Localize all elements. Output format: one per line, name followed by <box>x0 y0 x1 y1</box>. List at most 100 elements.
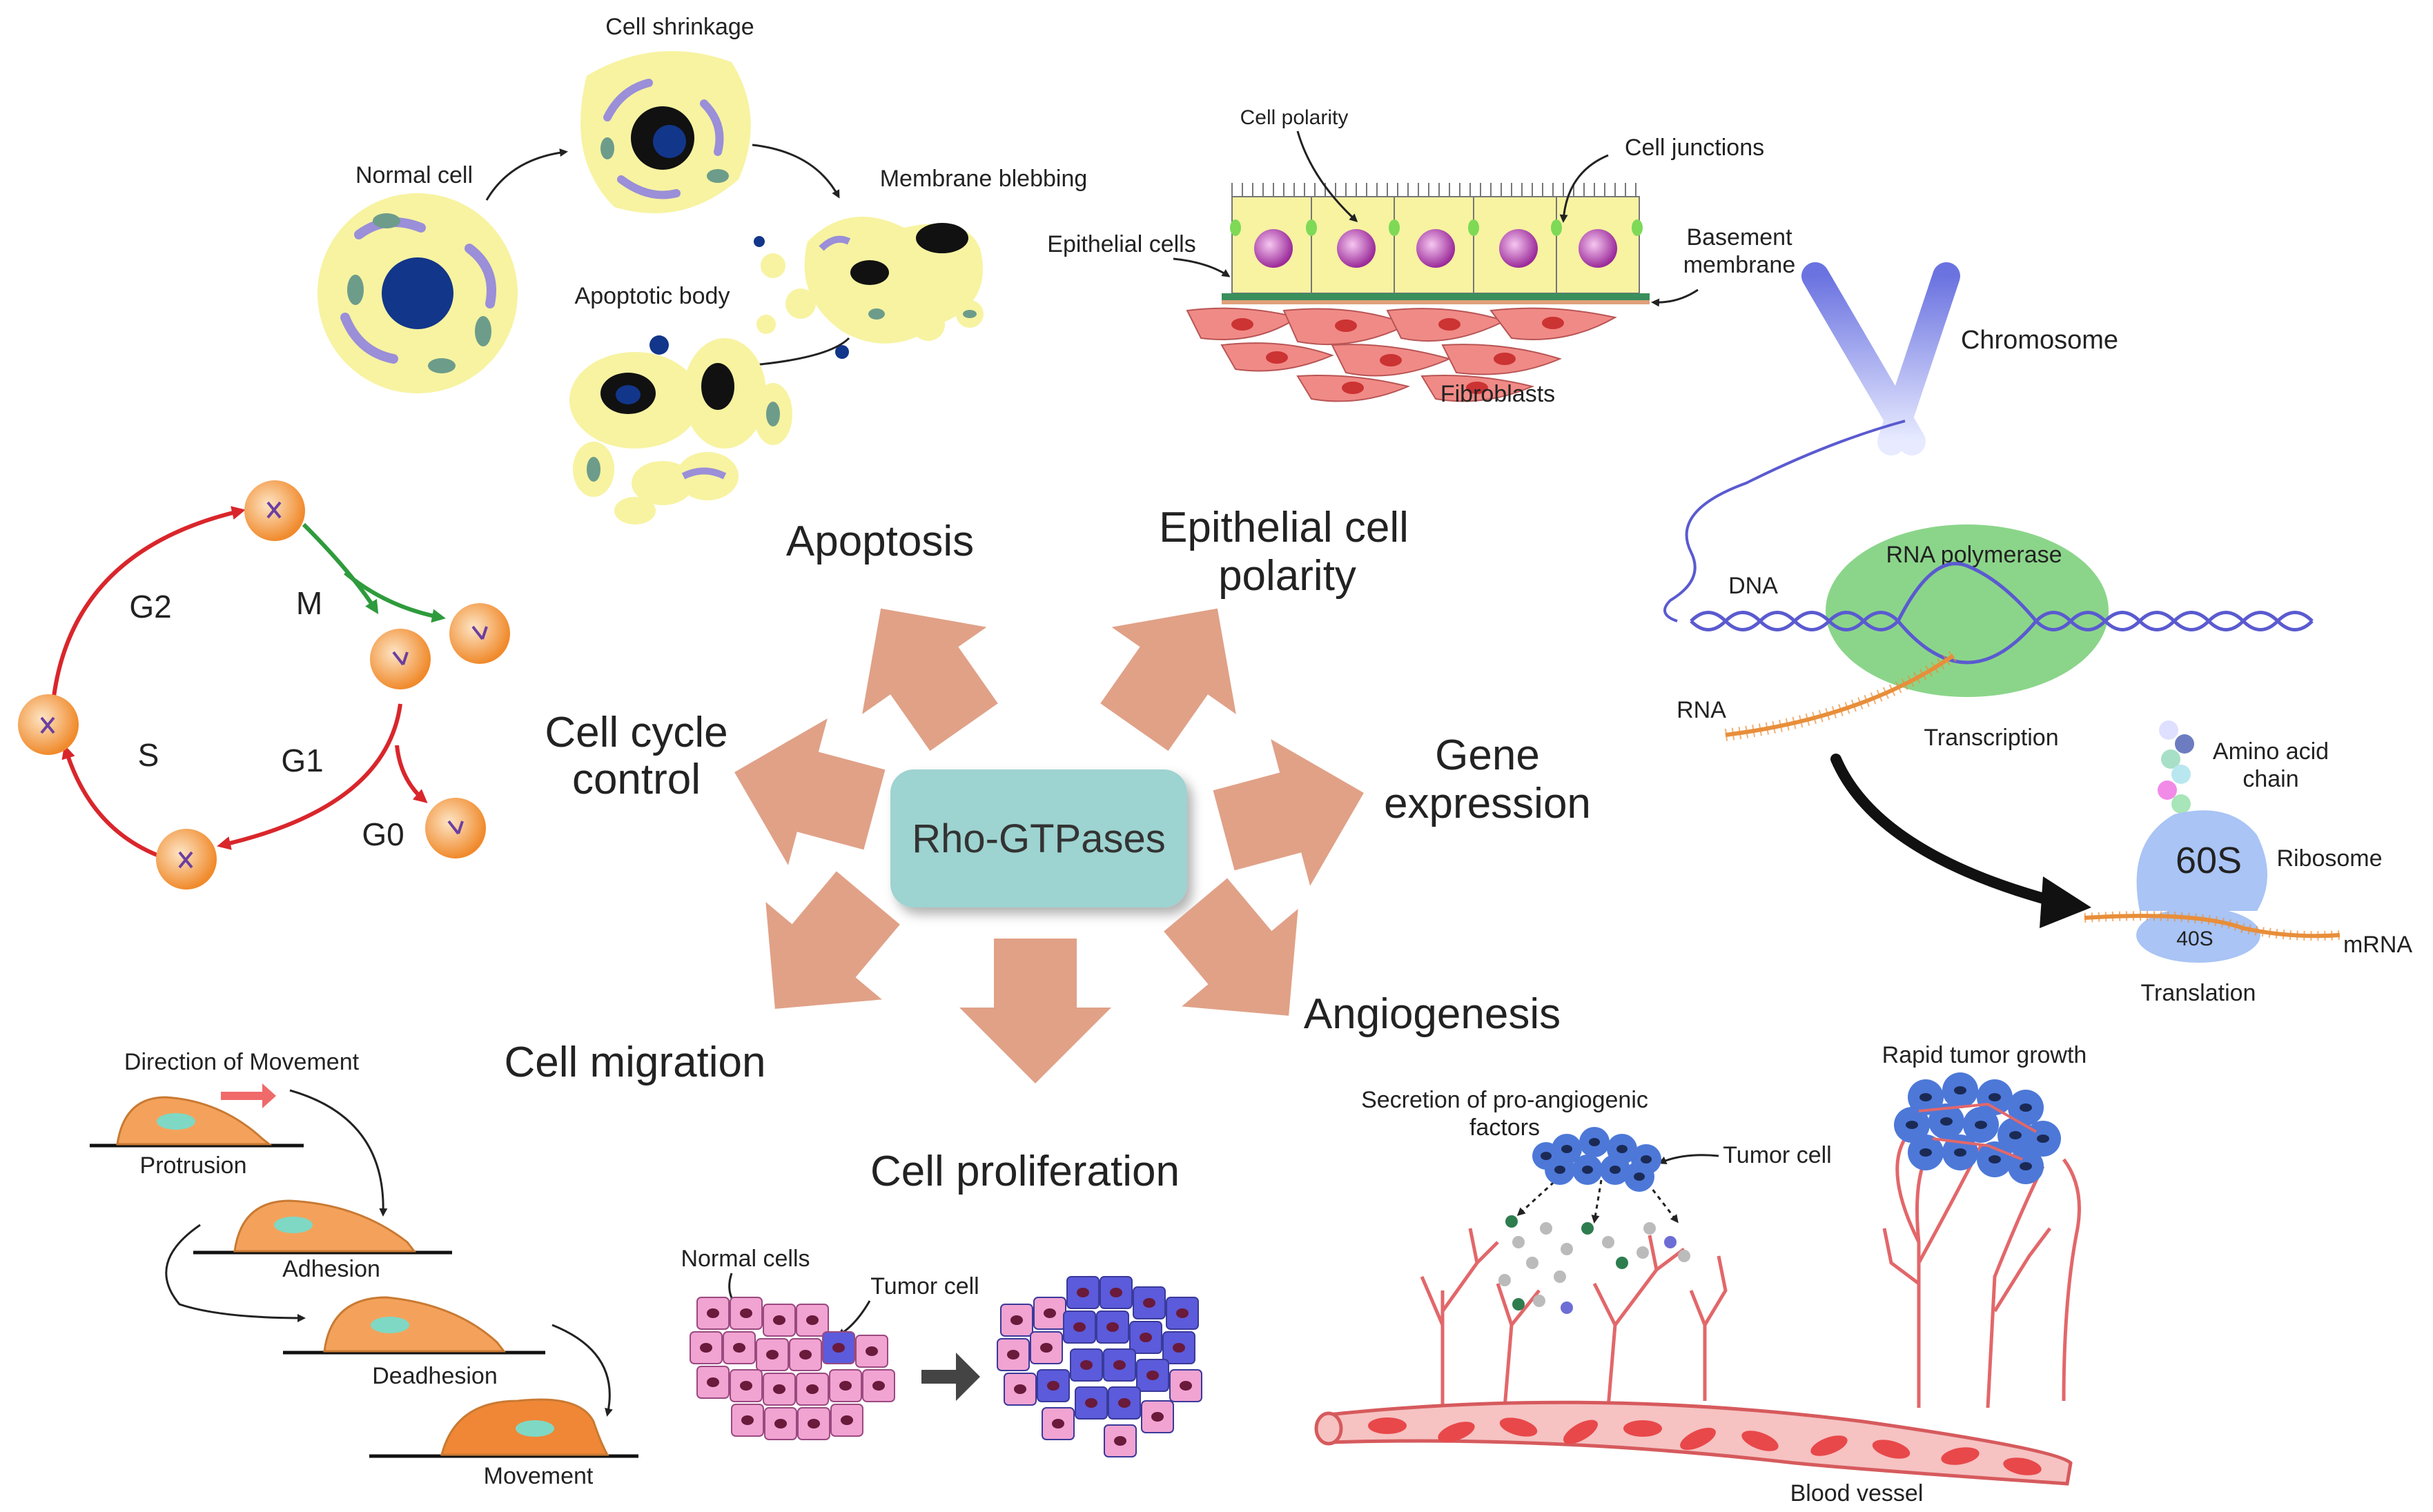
direction-label: Direction of Movement <box>124 1049 360 1075</box>
label-migration: Cell migration <box>504 1039 765 1086</box>
cell-junctions-label: Cell junctions <box>1625 135 1764 161</box>
rna-polymerase-blob <box>1826 524 2109 697</box>
vessel-end <box>1314 1411 1343 1446</box>
arrow-proliferation <box>959 939 1111 1083</box>
radial-arrows <box>734 608 1364 1083</box>
label-cycle-2: control <box>572 756 701 803</box>
cycle-arrow-g1-to-g0 <box>395 745 428 803</box>
chromosome-illustration <box>1801 262 1960 455</box>
arrow-transcription-to-translation <box>1830 754 2069 910</box>
epithelial-panel: Cell polarity Cell junctions Epithelial … <box>1047 106 1795 407</box>
apoptotic-body-label: Apoptotic body <box>575 283 730 309</box>
epithelial-cells-label: Epithelial cells <box>1047 231 1195 257</box>
membrane-blebbing-label: Membrane blebbing <box>880 166 1088 192</box>
label-epithelial-2: polarity <box>1218 552 1356 600</box>
basement-membrane <box>1222 293 1650 300</box>
adhesion-label: Adhesion <box>282 1256 380 1282</box>
cycle-cells <box>18 480 510 890</box>
label-apoptosis: Apoptosis <box>786 518 974 565</box>
fibroblast-nuclei <box>1231 317 1564 394</box>
movement-label: Movement <box>484 1463 594 1489</box>
cell-shrinkage-label: Cell shrinkage <box>605 14 754 40</box>
phase-s: S <box>138 737 159 773</box>
rna-polymerase-label: RNA polymerase <box>1886 542 2062 568</box>
basement-membrane-lower <box>1222 300 1650 304</box>
amino-acid-chain <box>2158 720 2194 814</box>
ribosome-illustration <box>2136 810 2267 963</box>
cell-deadhesion <box>323 1296 507 1353</box>
ribosome-60s-label: 60S <box>2176 840 2242 881</box>
phase-g0: G0 <box>362 816 404 852</box>
arrow-gene-expression <box>1213 739 1364 886</box>
nucleus-protrusion <box>157 1113 195 1130</box>
fibroblasts-label: Fibroblasts <box>1440 381 1555 407</box>
deadhesion-label: Deadhesion <box>372 1363 497 1389</box>
phase-g2: G2 <box>129 589 171 625</box>
protrusion-label: Protrusion <box>140 1152 247 1179</box>
tumor-cell-label-prolif: Tumor cell <box>870 1273 979 1299</box>
growth-factors <box>1498 1215 1690 1314</box>
arrow-protrusion-to-adhesion <box>289 1089 388 1217</box>
normal-cells-label: Normal cells <box>681 1246 810 1272</box>
dna-strand-loop <box>1663 420 1906 622</box>
normal-tissue-cluster <box>690 1297 895 1440</box>
amino-acid-label-2: chain <box>2243 766 2298 792</box>
angiogenesis-panel: Secretion of pro-angiogenic factors Tumo… <box>1314 1042 2087 1506</box>
nucleus-adhesion <box>274 1217 313 1233</box>
cycle-arrow-m-to-g1 <box>302 522 379 615</box>
arrowhead-translation <box>2040 876 2091 928</box>
tumor-tissue-cluster <box>997 1276 1202 1457</box>
gene-expression-panel: Chromosome RNA polymerase DNA RNA Transc… <box>1663 262 2412 1006</box>
microvilli <box>1231 183 1636 197</box>
ribosome-label: Ribosome <box>2276 845 2382 872</box>
process-labels: Apoptosis Epithelial cell polarity Gene … <box>504 504 1590 1195</box>
arrow-basement <box>1651 288 1699 307</box>
large-tumor-nuclei <box>1906 1086 2049 1170</box>
arrow-angiogenesis <box>1164 878 1298 1016</box>
label-gene-1: Gene <box>1435 732 1540 779</box>
cell-cycle-panel: G2 M S G1 G0 <box>18 480 510 890</box>
blebbing-cell-illustration <box>754 217 984 359</box>
basement-label-2: membrane <box>1683 252 1796 278</box>
center-hub: Rho-GTPases <box>890 769 1187 907</box>
label-angiogenesis: Angiogenesis <box>1304 990 1561 1038</box>
nucleus-deadhesion <box>371 1317 409 1333</box>
translation-label: Translation <box>2141 980 2256 1006</box>
cycle-arrow-s-to-g2 <box>50 506 246 718</box>
label-proliferation: Cell proliferation <box>870 1148 1180 1195</box>
secretion-dotted-arrows <box>1516 1175 1679 1224</box>
cycle-arrow-s-back <box>61 745 160 858</box>
cycle-arrow-g1-to-s <box>217 703 402 850</box>
dna-double-helix <box>1690 562 2314 665</box>
capillary-branches <box>1420 1137 2081 1408</box>
arrow-apoptosis <box>862 608 998 752</box>
rapid-growth-label: Rapid tumor growth <box>1882 1042 2087 1068</box>
tumor-cell-label-angio: Tumor cell <box>1723 1142 1831 1168</box>
apoptotic-bodies-illustration <box>569 335 792 524</box>
small-tumor-nuclei <box>1541 1138 1652 1181</box>
phase-g1: G1 <box>281 743 323 778</box>
amino-acid-label-1: Amino acid <box>2213 738 2329 765</box>
proliferation-arrow <box>921 1353 980 1401</box>
large-tumor-cluster <box>1894 1072 2061 1184</box>
arrow-cell-cycle <box>734 718 886 865</box>
cycle-arrow-m-to-g1b <box>344 571 446 623</box>
shrunken-cell-illustration <box>580 51 751 213</box>
cell-polarity-label: Cell polarity <box>1240 106 1349 129</box>
arrow-migration <box>765 871 900 1009</box>
normal-cell-label: Normal cell <box>355 162 473 188</box>
arrow-epithelial-cells <box>1173 257 1231 277</box>
arrow-shrink-to-bleb <box>752 144 840 199</box>
blood-vessel-label: Blood vessel <box>1790 1480 1924 1506</box>
chromosome-marks <box>40 501 488 869</box>
arrow-deadhesion-to-movement <box>551 1324 613 1417</box>
dna-label: DNA <box>1728 573 1778 599</box>
arrow-cell-junctions <box>1559 154 1609 223</box>
label-epithelial-1: Epithelial cell <box>1159 504 1409 551</box>
cell-dividers <box>1311 197 1557 293</box>
direction-arrow <box>221 1083 276 1108</box>
mrna-strand-ticks <box>2084 911 2341 941</box>
arrow-normal-to-shrink <box>485 148 568 201</box>
rna-transcript-ticks <box>1724 650 1957 741</box>
